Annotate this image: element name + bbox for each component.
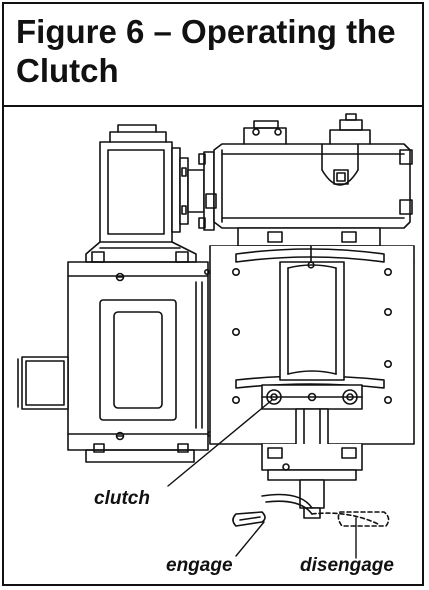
clutch-handle (232, 493, 390, 527)
coupling (171, 147, 215, 233)
leader-lines (167, 399, 357, 559)
figure-title: Figure 6 – Operating the Clutch (16, 13, 396, 89)
junction-box (17, 356, 69, 410)
gearbox (85, 124, 197, 263)
clutch-assembly (261, 384, 363, 450)
gear-housing (205, 113, 413, 229)
engage-label: engage (166, 555, 233, 576)
disengage-label: disengage (300, 555, 394, 576)
clutch-label: clutch (94, 488, 150, 509)
bearing-housing (261, 443, 363, 519)
winch-drum (235, 245, 385, 389)
title-separator (2, 105, 424, 107)
motor (67, 261, 214, 463)
